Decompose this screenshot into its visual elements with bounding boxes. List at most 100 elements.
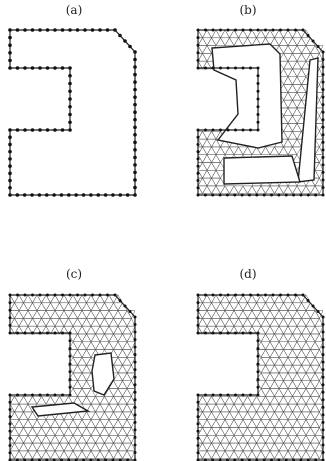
undefined-node	[23, 66, 27, 70]
panel-d-element	[310, 333, 320, 343]
panel-c-element	[95, 419, 105, 428]
panel-b-element	[229, 185, 239, 194]
panel-d-element	[197, 403, 208, 413]
panel-c-element	[54, 419, 65, 429]
panel-c-element	[117, 435, 128, 444]
panel-b-element	[206, 146, 217, 155]
panel-d-element	[296, 403, 307, 413]
panel-b-node	[279, 28, 282, 32]
panel-c-element	[14, 411, 24, 421]
panel-c-element	[81, 450, 92, 460]
panel-c-element	[68, 450, 78, 459]
panel-c-element	[23, 434, 33, 444]
panel-c-element	[99, 310, 110, 319]
panel-d-element	[292, 302, 302, 312]
panel-d-element	[305, 411, 316, 420]
panel-c-element	[86, 302, 96, 312]
panel-d-element	[301, 388, 311, 397]
panel-d-element	[229, 419, 239, 428]
panel-b-element	[220, 37, 230, 47]
panel-d-node	[256, 347, 260, 350]
panel-d-node	[256, 393, 260, 397]
panel-c-element	[18, 310, 29, 319]
panel-b-element	[215, 170, 226, 179]
panel-d-element	[305, 388, 316, 397]
panel-c-element	[72, 380, 83, 389]
panel-d-element	[260, 372, 271, 382]
panel-c-element	[59, 310, 69, 319]
panel-d-element	[269, 403, 280, 413]
panel-c-element	[54, 427, 65, 436]
panel-b-node	[218, 193, 222, 197]
panel-c-element	[95, 450, 105, 459]
panel-b-node	[203, 193, 207, 197]
panel-d-element	[292, 442, 302, 452]
panel-d-node	[321, 368, 325, 372]
undefined-node	[133, 65, 137, 69]
panel-d-element	[238, 310, 248, 319]
panel-c-element	[23, 310, 33, 319]
panel-c-element	[117, 427, 128, 436]
panel-d-element	[287, 450, 298, 460]
panel-c-element	[77, 372, 87, 381]
panel-d-element	[260, 341, 271, 351]
panel-c-element	[81, 341, 92, 351]
panel-c-element	[113, 442, 123, 452]
panel-c-element	[81, 395, 92, 405]
panel-b-label: (b)	[239, 3, 257, 17]
panel-d-element	[314, 349, 324, 358]
panel-d-element	[269, 341, 280, 351]
panel-c-element	[14, 396, 24, 405]
panel-d-element	[260, 442, 271, 452]
panel-c-element	[122, 450, 132, 459]
panel-d-element	[301, 349, 311, 358]
panel-b-element	[283, 115, 293, 125]
panel-d-element	[247, 419, 257, 428]
panel-c-element	[90, 395, 101, 405]
panel-d-element	[274, 302, 284, 312]
undefined-node	[68, 128, 72, 132]
panel-b-node	[234, 66, 237, 70]
panel-b-node	[234, 28, 237, 32]
panel-c-element	[18, 411, 29, 420]
panel-d-element	[283, 427, 293, 436]
panel-d-element	[260, 395, 271, 405]
panel-c-element	[45, 310, 56, 319]
panel-d-element	[211, 442, 221, 452]
panel-c-node	[8, 436, 12, 440]
panel-b-element	[314, 185, 324, 195]
panel-c-node	[106, 293, 109, 297]
panel-d-element	[260, 450, 271, 460]
panel-d-element	[278, 310, 289, 319]
panel-c-element	[108, 302, 119, 311]
panel-d-element	[224, 450, 235, 460]
panel-c-node	[68, 354, 72, 358]
panel-d-node	[299, 458, 303, 461]
panel-c-element	[117, 395, 128, 405]
panel-d-node	[279, 293, 282, 297]
panel-d-element	[310, 450, 320, 459]
panel-d-node	[196, 458, 200, 461]
panel-b-element	[296, 84, 307, 93]
panel-c-element	[14, 302, 24, 312]
panel-c-node	[128, 310, 132, 313]
panel-c-element	[41, 396, 51, 405]
panel-b-node	[241, 28, 245, 32]
panel-d-element	[305, 450, 316, 460]
panel-c-element	[104, 450, 114, 459]
panel-d-element	[238, 419, 248, 428]
panel-b-element	[224, 29, 235, 39]
panel-b-element	[247, 185, 257, 194]
panel-c-element	[45, 427, 56, 436]
panel-d-element	[229, 310, 239, 319]
panel-c-node	[118, 458, 122, 461]
panel-b-element	[265, 185, 275, 194]
panel-d-element	[260, 435, 271, 444]
panel-c-node	[133, 428, 137, 432]
panel-d-element	[283, 325, 293, 335]
panel-d-element	[197, 302, 208, 311]
panel-b-node	[219, 28, 222, 32]
panel-c-node	[68, 385, 72, 389]
panel-d-element	[292, 403, 302, 413]
panel-b-node	[196, 43, 200, 47]
